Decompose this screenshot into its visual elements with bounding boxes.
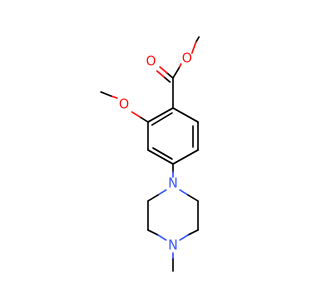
bond-ring-c1-c2: [147, 107, 174, 123]
bond-ring-inner-b: [152, 147, 173, 160]
bond-ester-o-c-b: [172, 67, 180, 79]
bond-carbonyl-double-b: [163, 76, 171, 83]
bond-pip-cd-n2-b: [179, 234, 189, 241]
bond-ring-c4-c5: [172, 149, 199, 165]
bond-pip-cd-n2: [187, 229, 199, 236]
bond-ester-methyl-o: [191, 41, 197, 54]
bond-carbonyl-double-b-o: [156, 70, 165, 78]
bond-pip-n1-cc: [179, 189, 189, 196]
bond-pip-cb-n2: [147, 229, 159, 236]
atom-o-methoxy: O: [119, 98, 129, 113]
bond-carbonyl-double-a: [166, 72, 174, 79]
bond-methoxy-ring: [139, 116, 149, 123]
molecule-diagram: O O O N N: [100, 36, 200, 272]
atom-o-carbonyl: O: [146, 55, 156, 70]
bond-carbonyl-double-a-o: [159, 66, 168, 74]
bond-ring-c3-c4: [147, 149, 174, 165]
bond-ring-inner-a: [151, 112, 173, 126]
bond-pip-n1-ca: [157, 189, 167, 196]
bond-methoxy-o-me: [110, 95, 118, 99]
atom-n-aryl: N: [168, 177, 178, 192]
bond-pip-n1-cc-b: [187, 194, 199, 202]
atom-o-ester: O: [182, 52, 192, 67]
bond-pip-cb-n2-b: [157, 234, 167, 241]
atom-n-methyl: N: [168, 239, 178, 254]
bond-methoxy-me: [100, 91, 112, 97]
bond-methoxy-ring-o: [131, 111, 141, 118]
bond-ring-c6-c1: [172, 107, 199, 123]
bond-pip-n1-ca-b: [147, 194, 159, 202]
bond-ester-methyl: [195, 36, 200, 43]
